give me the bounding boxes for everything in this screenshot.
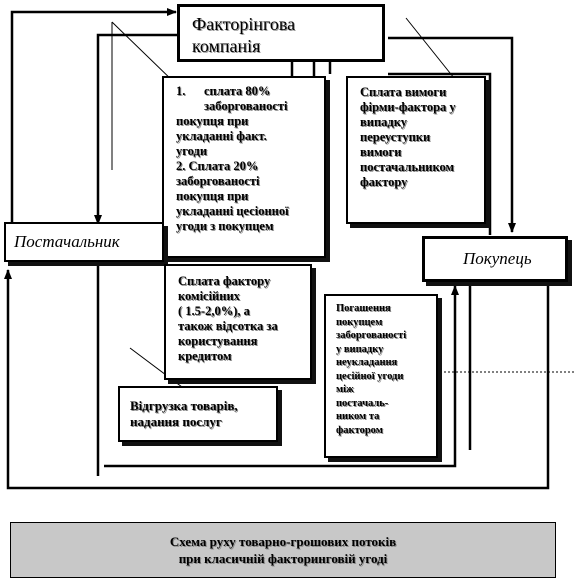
repayment-line-6: цесійної угоди <box>336 370 404 382</box>
shipment-line-2: надання послуг <box>130 414 222 429</box>
shipment-line-1: Відгрузка товарів, <box>130 398 238 413</box>
item1-line-5: угоди <box>176 144 208 158</box>
arrow-buyer-to-supplier <box>3 269 550 490</box>
arrow-shipment-to-buyer <box>104 285 459 468</box>
commission-line-4: також відсотка за <box>178 319 278 333</box>
claim-line-7: фактору <box>360 175 408 189</box>
factoring-company-line2: компанія <box>192 36 261 56</box>
buyer-label: Покупець <box>463 249 532 268</box>
repayment-box: Погашення покупцем заборгованості у випа… <box>324 294 438 458</box>
repayment-line-3: заборгованості <box>336 330 407 341</box>
buyer-box: Покупець <box>422 236 568 282</box>
supplier-label: Постачальник <box>14 232 120 251</box>
arrow-factor-to-supplier <box>94 33 180 225</box>
item2-line-3: покупця при <box>176 189 249 203</box>
item1-line-4: укладанні факт. <box>176 129 267 143</box>
commission-line-2: комісійних <box>178 289 240 303</box>
item2-line-5: угоди з покупцем <box>176 219 274 233</box>
claim-line-2: фірми-фактора у <box>360 100 456 114</box>
commission-box: Сплата фактору комісійних ( 1.5-2,0%), а… <box>164 264 312 380</box>
payment-terms-box: 1.сплата 80% заборгованості покупця при … <box>162 76 326 258</box>
item2-line-2: заборгованості <box>176 174 260 188</box>
repayment-line-5: неукладання <box>336 357 398 368</box>
arrow-buyer-to-factor <box>388 72 492 235</box>
claim-line-6: постачальником <box>360 160 455 174</box>
claim-line-1: Сплата вимоги <box>360 85 447 99</box>
claim-line-4: переуступки <box>360 130 431 144</box>
commission-line-1: Сплата фактору <box>178 274 271 288</box>
arrow-factor-to-buyer <box>388 36 516 233</box>
commission-line-5: користування <box>178 334 258 348</box>
repayment-line-9: ником та <box>336 411 380 422</box>
claim-line-3: випадку <box>360 115 408 129</box>
item1-first-line: 1.сплата 80% <box>176 84 271 98</box>
repayment-line-7: між <box>336 384 354 395</box>
commission-line-6: кредитом <box>178 349 232 363</box>
factoring-company-line1: Факторінгова <box>192 14 296 34</box>
item2-line-1: 2. Сплата 20% <box>176 159 259 173</box>
factoring-company-box: Факторінгова компанія <box>177 4 385 62</box>
diagram-caption: Схема руху товарно-грошових потоків при … <box>10 522 556 578</box>
repayment-line-10: фактором <box>336 424 383 436</box>
commission-line-3: ( 1.5-2,0%), а <box>178 304 250 318</box>
repayment-line-1: Погашення <box>336 303 391 314</box>
supplier-box: Постачальник <box>4 222 164 262</box>
caption-line-1: Схема руху товарно-грошових потоків <box>169 534 397 549</box>
item1-line-3: покупця при <box>176 114 249 128</box>
shipment-box: Відгрузка товарів, надання послуг <box>118 386 278 442</box>
repayment-line-4: у випадку <box>336 343 384 355</box>
arrow-supplier-to-factor <box>10 8 177 222</box>
caption-line-2: при класичній факторинговій угоді <box>178 551 388 566</box>
claim-payment-box: Сплата вимоги фірми-фактора у випадку пе… <box>346 76 486 224</box>
item1-line-2: заборгованості <box>204 99 288 113</box>
claim-line-5: вимоги <box>360 145 402 159</box>
item2-line-4: укладанні цесіонної <box>176 204 289 218</box>
repayment-line-8: постачаль- <box>336 397 389 409</box>
repayment-line-2: покупцем <box>336 316 383 328</box>
